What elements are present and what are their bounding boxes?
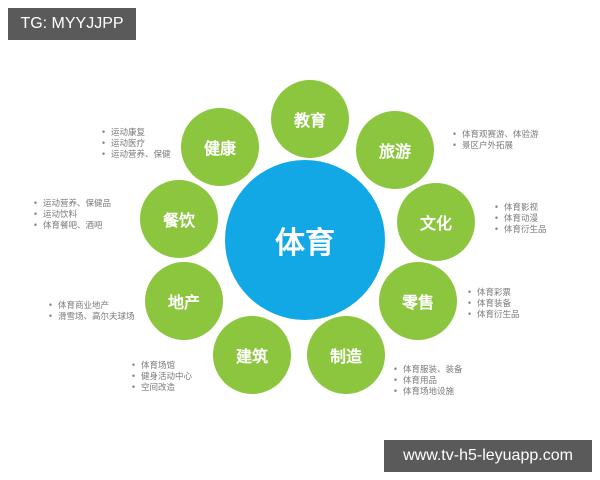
list-item: 体育动漫 — [494, 214, 547, 225]
list-item: 体育衍生品 — [494, 225, 547, 236]
list-item: 体育影视 — [494, 203, 547, 214]
list-item: 运动饮料 — [33, 210, 111, 221]
list-item: 体育商业地产 — [48, 301, 135, 312]
telegram-badge: TG: MYYJJPP — [8, 8, 136, 40]
list-item: 体育餐吧、酒吧 — [33, 221, 111, 232]
list-item: 运动康复 — [101, 128, 171, 139]
node-real-estate: 地产 — [145, 262, 223, 340]
node-culture: 文化 — [397, 183, 475, 261]
list-item: 体育装备 — [467, 299, 520, 310]
list-item: 运动医疗 — [101, 139, 171, 150]
list-item: 运动营养、保健 — [101, 150, 171, 161]
list-item: 体育场地设施 — [393, 387, 463, 398]
node-health: 健康 — [181, 108, 259, 186]
tourism-list: 体育观赛游、体验游 景区户外拓展 — [452, 130, 539, 152]
list-item: 体育场馆 — [131, 361, 192, 372]
list-item: 体育彩票 — [467, 288, 520, 299]
list-item: 健身活动中心 — [131, 372, 192, 383]
health-list: 运动康复 运动医疗 运动营养、保健 — [101, 128, 171, 161]
culture-list: 体育影视 体育动漫 体育衍生品 — [494, 203, 547, 236]
list-item: 体育用品 — [393, 376, 463, 387]
node-construction: 建筑 — [213, 316, 291, 394]
node-tourism: 旅游 — [356, 111, 434, 189]
node-manufacturing: 制造 — [307, 316, 385, 394]
catering-list: 运动营养、保健品 运动饮料 体育餐吧、酒吧 — [33, 199, 111, 232]
real-estate-list: 体育商业地产 滑雪场、高尔夫球场 — [48, 301, 135, 323]
list-item: 空间改造 — [131, 383, 192, 394]
list-item: 景区户外拓展 — [452, 141, 539, 152]
construction-list: 体育场馆 健身活动中心 空间改造 — [131, 361, 192, 394]
node-retail: 零售 — [379, 262, 457, 340]
list-item: 体育衍生品 — [467, 310, 520, 321]
node-education: 教育 — [271, 80, 349, 158]
center-node-sports: 体育 — [225, 160, 385, 320]
list-item: 体育服装、装备 — [393, 365, 463, 376]
list-item: 体育观赛游、体验游 — [452, 130, 539, 141]
retail-list: 体育彩票 体育装备 体育衍生品 — [467, 288, 520, 321]
website-badge: www.tv-h5-leyuapp.com — [384, 440, 592, 472]
list-item: 运动营养、保健品 — [33, 199, 111, 210]
manufacturing-list: 体育服装、装备 体育用品 体育场地设施 — [393, 365, 463, 398]
node-catering: 餐饮 — [140, 180, 218, 258]
list-item: 滑雪场、高尔夫球场 — [48, 312, 135, 323]
